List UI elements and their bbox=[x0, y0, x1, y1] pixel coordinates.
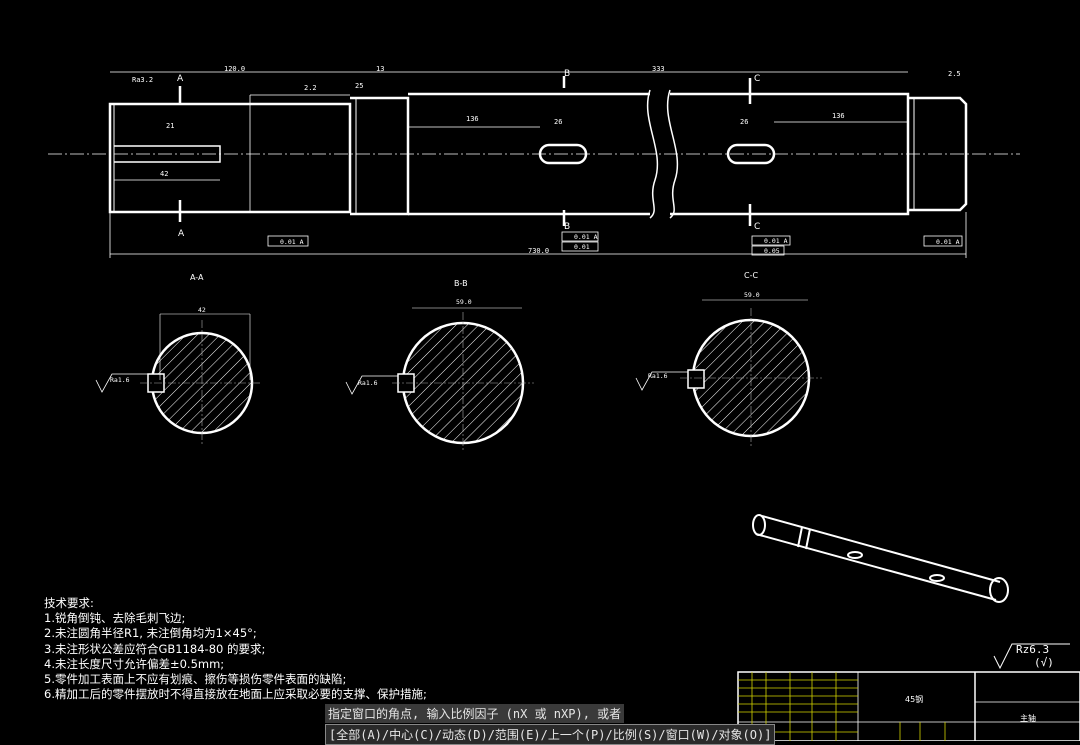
command-prompt: 指定窗口的角点, 输入比例因子 (nX 或 nXP), 或者 bbox=[325, 704, 625, 723]
title-part-name: 主轴 bbox=[1020, 713, 1036, 723]
command-options[interactable]: [全部(A)/中心(C)/动态(D)/范围(E)/上一个(P)/比例(S)/窗口… bbox=[325, 724, 776, 745]
dim-2-2: 2.2 bbox=[304, 84, 317, 92]
title-block-texts: 45钢 主轴 bbox=[905, 694, 1036, 723]
tol-2: 0.01 A bbox=[574, 233, 598, 241]
shaft-main-body bbox=[408, 92, 910, 216]
cc-ra: Ra1.6 bbox=[648, 372, 668, 380]
keyslot-c bbox=[726, 143, 776, 165]
roughness-paren: (√) bbox=[1034, 656, 1054, 669]
keyway-left bbox=[114, 145, 221, 163]
dim-136-left: 136 bbox=[466, 115, 479, 123]
section-c-top: C bbox=[754, 74, 760, 84]
section-c-bot: C bbox=[754, 222, 760, 232]
bb-top-dim: 59.0 bbox=[456, 298, 472, 306]
dimension-texts: 120.0 13 333 730.0 21 42 136 136 26 26 2… bbox=[132, 65, 961, 255]
tech-item-5: 5.零件加工表面上不应有划痕、擦伤等损伤零件表面的缺陷; bbox=[44, 672, 347, 687]
dim-26-right: 26 bbox=[740, 118, 748, 126]
shaft-left-section bbox=[108, 102, 352, 214]
dim-21: 21 bbox=[166, 122, 174, 130]
section-cut-marks bbox=[178, 76, 752, 226]
title-material: 45钢 bbox=[905, 694, 923, 704]
roughness-left: Ra3.2 bbox=[132, 76, 153, 84]
shaft-step-1 bbox=[350, 96, 410, 216]
section-b-top: B bbox=[564, 69, 570, 79]
dim-120: 120.0 bbox=[224, 65, 245, 73]
tolerance-texts: 0.01 A 0.01 A 0.01 0.01 A 0.05 0.01 A bbox=[280, 233, 960, 255]
technical-requirements: 技术要求: 1.锐角倒钝、去除毛刺飞边; 2.未注圆角半径R1, 未注倒角均为1… bbox=[44, 596, 427, 702]
keyslot-b bbox=[538, 143, 588, 165]
tol-1: 0.01 A bbox=[280, 238, 304, 246]
tech-item-4: 4.未注长度尺寸允许偏差±0.5mm; bbox=[44, 656, 225, 671]
roughness-symbol bbox=[993, 643, 1070, 670]
tol-5: 0.05 bbox=[764, 247, 780, 255]
section-dim-texts: 42 59.0 59.0 Ra1.6 Ra1.6 Ra1.6 bbox=[110, 291, 760, 387]
section-title-bb: B-B bbox=[454, 279, 468, 288]
shaft-front-view bbox=[48, 71, 1020, 258]
shaft-right-end bbox=[908, 96, 968, 212]
section-title-aa: A-A bbox=[190, 273, 204, 282]
section-roughness-leaders bbox=[95, 371, 688, 395]
section-aa bbox=[140, 313, 262, 446]
dim-13: 13 bbox=[376, 65, 384, 73]
section-titles: A-A B-B C-C bbox=[190, 271, 758, 288]
roughness-value: Rz6.3 bbox=[1016, 643, 1050, 656]
section-title-cc: C-C bbox=[744, 271, 758, 280]
aa-ra: Ra1.6 bbox=[110, 376, 130, 384]
dim-333: 333 bbox=[652, 65, 665, 73]
dimension-lines bbox=[109, 71, 967, 258]
tol-4: 0.01 A bbox=[764, 237, 788, 245]
isometric-shaft bbox=[752, 514, 1009, 603]
tolerance-frames bbox=[267, 231, 963, 256]
section-cc bbox=[680, 299, 822, 446]
tech-item-6: 6.精加工后的零件摆放时不得直接放在地面上应采取必要的支撑、保护措施; bbox=[44, 687, 427, 702]
dim-136-right: 136 bbox=[832, 112, 845, 120]
dim-25: 25 bbox=[355, 82, 363, 90]
tech-item-1: 1.锐角倒钝、去除毛刺飞边; bbox=[44, 611, 186, 626]
aa-top-dim: 42 bbox=[198, 306, 206, 314]
tech-item-2: 2.未注圆角半径R1, 未注倒角均为1×45°; bbox=[44, 626, 257, 641]
bb-ra: Ra1.6 bbox=[358, 379, 378, 387]
dim-42: 42 bbox=[160, 170, 168, 178]
dim-total: 730.0 bbox=[528, 247, 549, 255]
tech-heading: 技术要求: bbox=[44, 596, 94, 610]
tech-item-3: 3.未注形状公差应符合GB1184-80 的要求; bbox=[44, 641, 266, 656]
section-b-bot: B bbox=[564, 222, 570, 232]
section-bb bbox=[392, 307, 534, 452]
tol-6: 0.01 A bbox=[936, 238, 960, 246]
cc-top-dim: 59.0 bbox=[744, 291, 760, 299]
section-a-bot: A bbox=[178, 229, 185, 239]
break-line-right bbox=[666, 89, 679, 219]
dim-2-5: 2.5 bbox=[948, 70, 961, 78]
section-letters: A A B B C C bbox=[177, 69, 760, 239]
dim-26-left: 26 bbox=[554, 118, 562, 126]
title-block bbox=[737, 671, 1080, 741]
tol-3: 0.01 bbox=[574, 243, 590, 251]
break-line-left bbox=[646, 89, 659, 219]
section-a-top: A bbox=[177, 74, 184, 84]
